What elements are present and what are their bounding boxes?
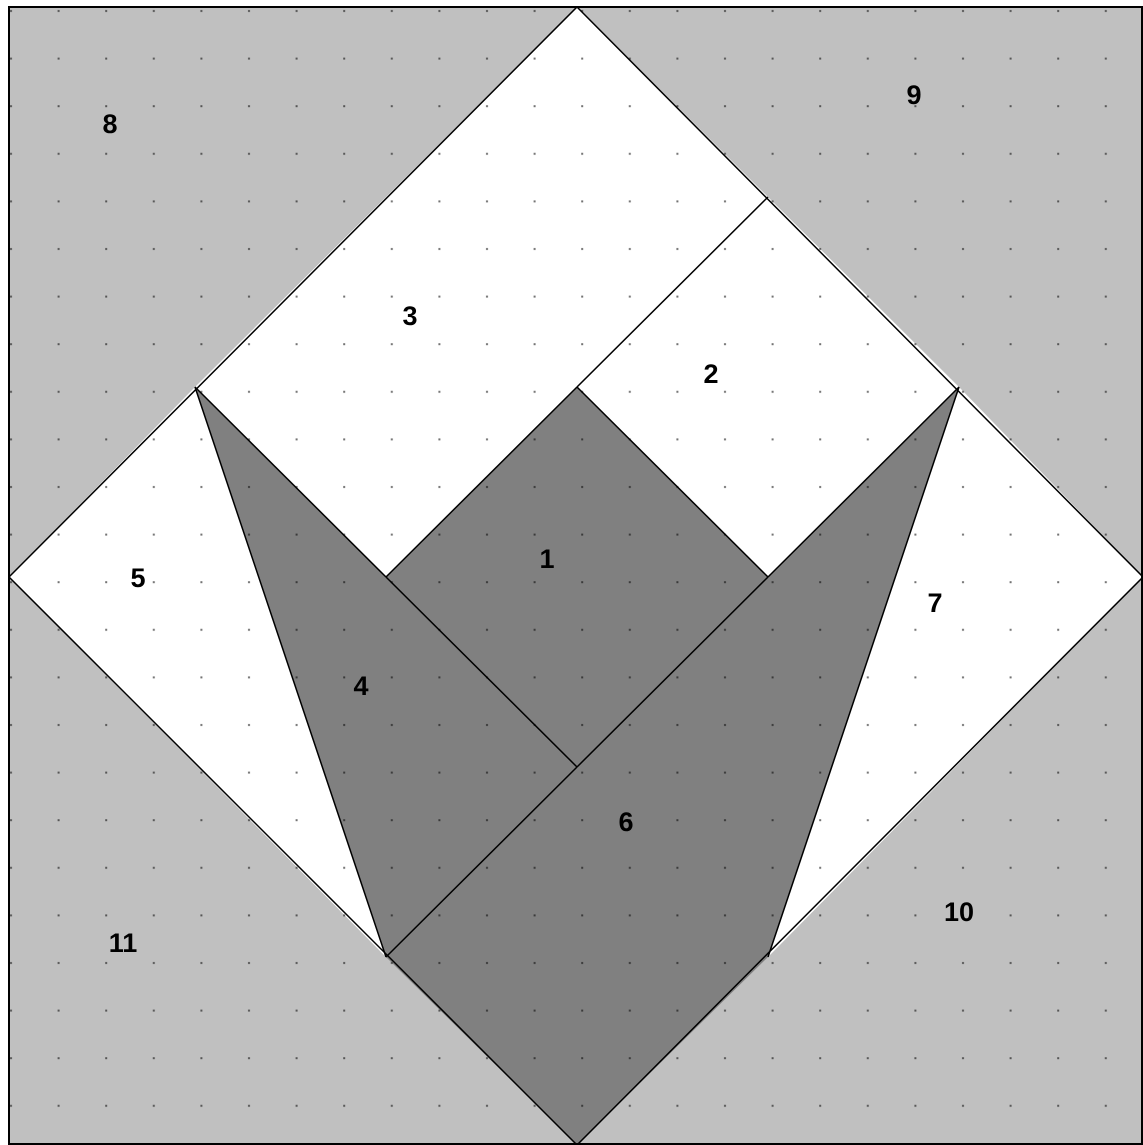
label-1: 1 [539,544,554,574]
label-11: 11 [109,928,138,958]
label-7: 7 [927,588,942,618]
label-6: 6 [618,807,633,837]
label-8: 8 [102,109,117,139]
label-3: 3 [402,301,417,331]
label-10: 10 [944,897,974,927]
label-4: 4 [353,671,368,701]
label-5: 5 [130,563,145,593]
label-2: 2 [703,359,718,389]
dot-grid [9,7,1143,1145]
label-9: 9 [906,80,921,110]
